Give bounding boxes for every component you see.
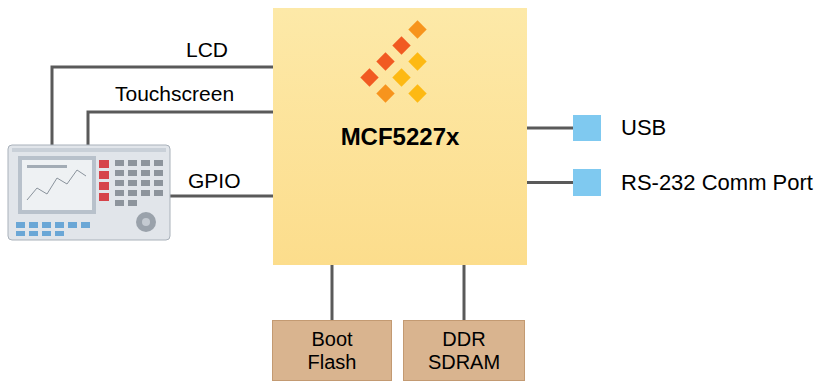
logo-diamond xyxy=(408,52,426,70)
key xyxy=(128,180,137,186)
key xyxy=(128,160,137,166)
key xyxy=(115,170,124,176)
screen-graph xyxy=(27,170,86,200)
box-label: DDR SDRAM xyxy=(424,328,504,374)
key xyxy=(29,222,38,228)
logo-diamond xyxy=(408,84,426,102)
bus-line xyxy=(331,265,334,320)
signal-label-holder: Touchscreen xyxy=(115,82,234,106)
box-label: MCF5227x xyxy=(341,123,460,151)
key xyxy=(141,190,150,196)
key xyxy=(16,222,25,228)
logo-diamond xyxy=(376,84,394,102)
bus-line xyxy=(527,127,573,130)
key xyxy=(141,180,150,186)
key xyxy=(42,222,51,228)
key xyxy=(16,231,25,236)
panel-strip xyxy=(12,148,166,152)
key xyxy=(154,190,163,196)
key xyxy=(55,222,64,228)
bus-line xyxy=(527,181,573,184)
memory-box: DDR SDRAM xyxy=(403,320,525,381)
red-button xyxy=(99,182,109,190)
signal-label: GPIO xyxy=(188,169,241,193)
function-keys xyxy=(16,222,90,236)
key xyxy=(115,200,124,206)
chip-logo xyxy=(360,20,426,102)
key xyxy=(55,231,64,236)
key xyxy=(128,200,137,206)
hmi-panel xyxy=(8,145,170,240)
key xyxy=(81,222,90,228)
red-button xyxy=(99,171,109,179)
key xyxy=(42,231,51,236)
key xyxy=(154,170,163,176)
box-label: Boot Flash xyxy=(302,328,362,374)
screen xyxy=(22,160,92,210)
screen-bezel xyxy=(18,156,96,214)
logo-diamond xyxy=(392,68,410,86)
port-label: RS-232 Comm Port xyxy=(621,170,813,195)
signal-label: LCD xyxy=(186,38,228,62)
red-button xyxy=(99,160,109,168)
keypad xyxy=(115,160,163,206)
logo-diamond xyxy=(392,36,410,54)
processor-box: MCF5227x xyxy=(273,8,527,265)
memory-box: Boot Flash xyxy=(272,320,392,381)
signal-label: Touchscreen xyxy=(115,82,234,106)
key xyxy=(154,180,163,186)
touchscreen-wire xyxy=(88,112,273,145)
key xyxy=(141,160,150,166)
key xyxy=(115,180,124,186)
nav-pad xyxy=(136,212,156,232)
logo-diamond xyxy=(360,68,378,86)
gpio-wire xyxy=(170,195,273,198)
panel-body xyxy=(8,145,170,240)
key xyxy=(68,222,77,228)
port-box: RS-232 Comm Port xyxy=(573,169,813,196)
key xyxy=(115,190,124,196)
key xyxy=(128,190,137,196)
port-square xyxy=(573,115,601,141)
logo-diamond xyxy=(408,20,426,38)
port-square xyxy=(573,169,601,196)
signal-label-holder: LCD xyxy=(186,38,228,62)
key xyxy=(115,160,124,166)
key xyxy=(141,170,150,176)
port-box: USB xyxy=(573,115,666,141)
screen-line xyxy=(27,165,67,168)
logo-diamond xyxy=(376,52,394,70)
key xyxy=(128,170,137,176)
nav-center xyxy=(142,218,150,226)
port-label: USB xyxy=(621,115,666,140)
key xyxy=(154,160,163,166)
key xyxy=(29,231,38,236)
signal-label-holder: GPIO xyxy=(188,169,241,193)
red-button xyxy=(99,193,109,201)
lcd-wire xyxy=(52,67,273,145)
bus-line xyxy=(463,265,466,320)
